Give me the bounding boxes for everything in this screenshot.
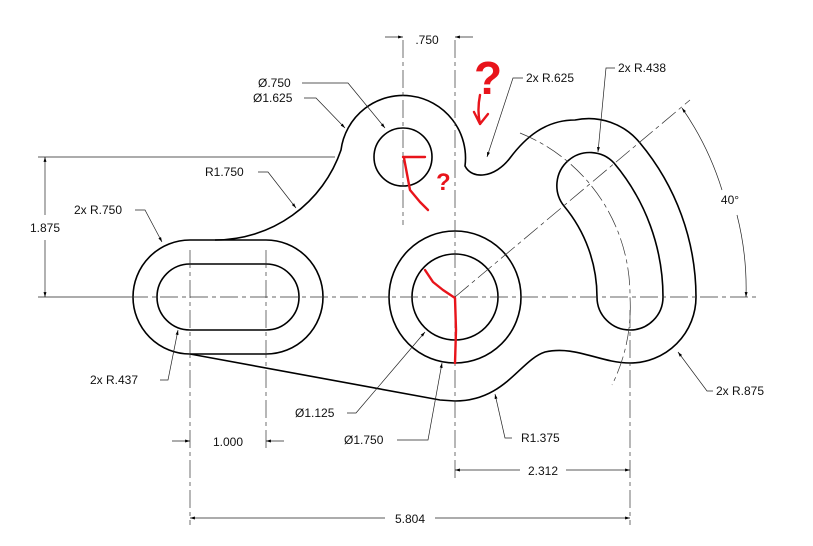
question-mark-small-text: ? — [436, 169, 451, 196]
dim-angle: 40° — [721, 193, 739, 207]
leader-lines — [135, 67, 713, 441]
part-outline — [132, 94, 697, 402]
callout-fillet-radius: 2x R.625 — [526, 71, 574, 85]
center-lines — [38, 40, 760, 525]
red-markup — [401, 93, 490, 365]
callout-main-inner-dia: Ø1.125 — [295, 406, 335, 420]
callout-slot-outer-radius: 2x R.750 — [74, 203, 122, 217]
arrow-down-markup — [472, 93, 490, 126]
arc-slot — [556, 151, 664, 331]
main-hole-markup — [423, 268, 458, 365]
dim-slot-length: 1.000 — [213, 435, 243, 449]
dim-overall-length: 5.804 — [395, 512, 425, 526]
callout-bottom-radius: R1.375 — [521, 431, 560, 445]
dim-vertical-offset: 1.875 — [30, 221, 60, 235]
callout-arc-slot-inner-radius: 2x R.438 — [618, 61, 666, 75]
question-mark-large-text: ? — [474, 52, 502, 104]
callout-top-outer-dia: Ø1.625 — [253, 91, 293, 105]
dim-top-hole-spacing: .750 — [415, 33, 439, 47]
dimension-lines — [43, 35, 748, 520]
slot-inner — [156, 263, 300, 331]
callout-top-inner-dia: Ø.750 — [258, 76, 291, 90]
top-hole-radius-markup — [401, 155, 430, 212]
callout-arc-slot-outer-radius: 2x R.875 — [716, 384, 764, 398]
callout-main-outer-dia: Ø1.750 — [344, 433, 384, 447]
dim-arc-radius: 2.312 — [528, 464, 558, 478]
callout-blend-radius: R1.750 — [205, 165, 244, 179]
callout-slot-inner-radius: 2x R.437 — [90, 373, 138, 387]
